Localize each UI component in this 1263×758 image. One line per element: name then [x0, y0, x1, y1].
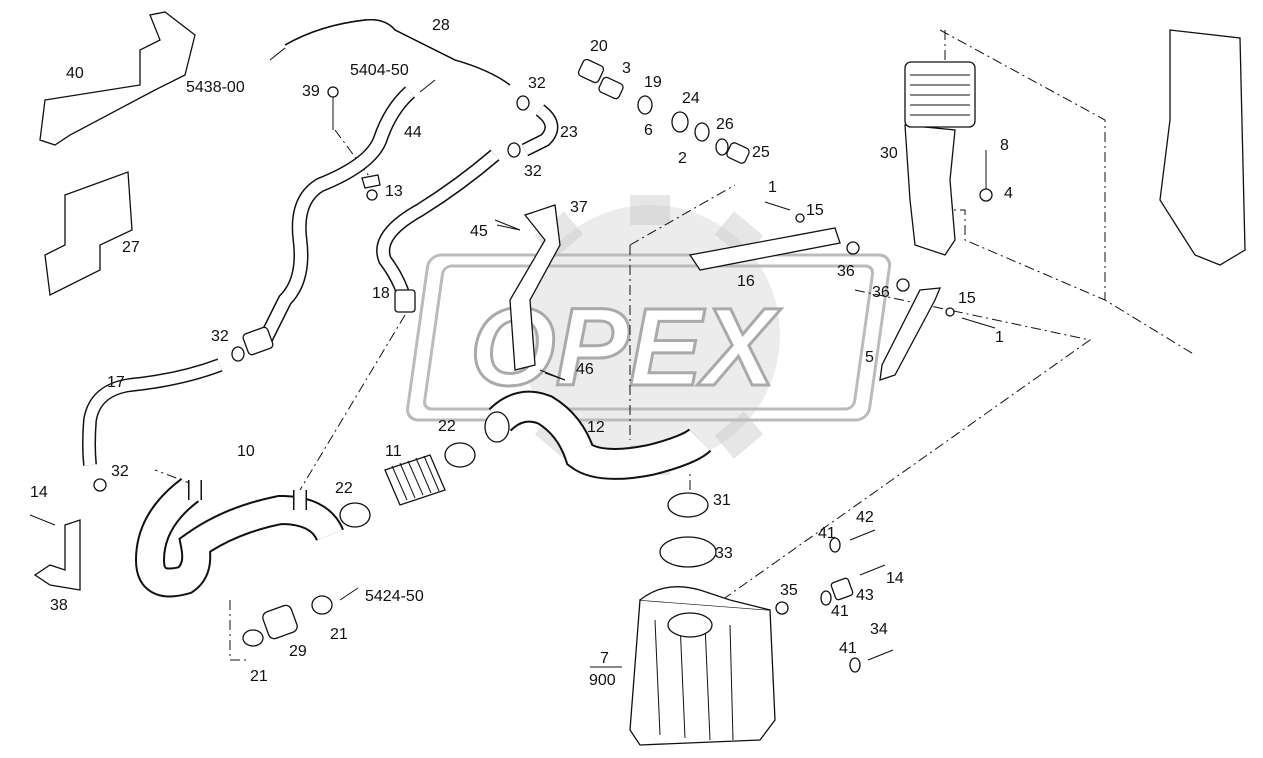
bracket-27	[44, 171, 133, 296]
label-4: 4	[1004, 185, 1013, 202]
label-21-right: 21	[330, 626, 348, 643]
label-30: 30	[880, 145, 898, 162]
label-1-right: 1	[995, 329, 1004, 346]
label-20: 20	[590, 38, 608, 55]
label-40: 40	[66, 65, 84, 82]
label-41-bottom: 41	[839, 640, 857, 657]
label-13: 13	[385, 183, 403, 200]
ref-5404-50: 5404-50	[350, 62, 409, 79]
label-44: 44	[404, 124, 422, 141]
label-26: 26	[716, 116, 734, 133]
label-2: 2	[678, 150, 687, 167]
label-25: 25	[752, 144, 770, 161]
label-46: 46	[576, 361, 594, 378]
bracket-5	[879, 287, 942, 381]
label-16: 16	[737, 273, 755, 290]
label-5: 5	[865, 349, 874, 366]
label-42: 42	[856, 509, 874, 526]
label-22-bottom: 22	[335, 480, 353, 497]
label-31: 31	[713, 492, 731, 509]
label-11: 11	[385, 443, 402, 460]
label-18: 18	[372, 285, 390, 302]
label-34: 34	[870, 621, 888, 638]
label-17: 17	[107, 374, 125, 391]
label-15-right: 15	[958, 290, 976, 307]
bracket-16	[688, 227, 841, 271]
label-32-mid: 32	[524, 163, 542, 180]
bracket-38	[33, 519, 81, 591]
label-24: 24	[682, 90, 700, 107]
label-27: 27	[122, 239, 140, 256]
bellows-11	[384, 454, 446, 506]
air-cleaner-7	[629, 586, 776, 746]
label-1-top: 1	[768, 179, 777, 196]
label-14-left: 14	[30, 484, 48, 501]
label-14-right: 14	[886, 570, 904, 587]
label-37: 37	[570, 199, 588, 216]
label-36-top: 36	[837, 263, 855, 280]
label-35: 35	[780, 582, 798, 599]
label-8: 8	[1000, 137, 1009, 154]
label-12: 12	[587, 419, 605, 436]
label-7: 7	[600, 650, 609, 667]
label-45: 45	[470, 223, 488, 240]
ref-5438-00: 5438-00	[186, 79, 245, 96]
label-33: 33	[715, 545, 733, 562]
ring-32	[516, 95, 530, 111]
label-15-top: 15	[806, 202, 824, 219]
label-10: 10	[237, 443, 255, 460]
label-21-left: 21	[250, 668, 268, 685]
label-29: 29	[289, 643, 307, 660]
label-22-top: 22	[438, 418, 456, 435]
label-900: 900	[589, 672, 616, 689]
bracket-37	[509, 204, 561, 371]
ref-5424-50: 5424-50	[365, 588, 424, 605]
label-41-top: 41	[818, 525, 836, 542]
label-39: 39	[302, 83, 320, 100]
label-43: 43	[856, 587, 874, 604]
label-6: 6	[644, 122, 653, 139]
label-32-bottom: 32	[111, 463, 129, 480]
label-36-right: 36	[872, 284, 890, 301]
panel	[1159, 29, 1246, 266]
label-23: 23	[560, 124, 578, 141]
label-3: 3	[622, 60, 631, 77]
label-19: 19	[644, 74, 662, 91]
label-38: 38	[50, 597, 68, 614]
label-32-left: 32	[211, 328, 229, 345]
label-41-mid: 41	[831, 603, 849, 620]
callout-labels: 28 40 5438-00 5404-50 39 44 32 23 32 13 …	[30, 17, 1013, 689]
intake-30	[904, 124, 956, 256]
label-28: 28	[432, 17, 450, 34]
label-32-top: 32	[528, 75, 546, 92]
bracket-40	[39, 11, 196, 146]
